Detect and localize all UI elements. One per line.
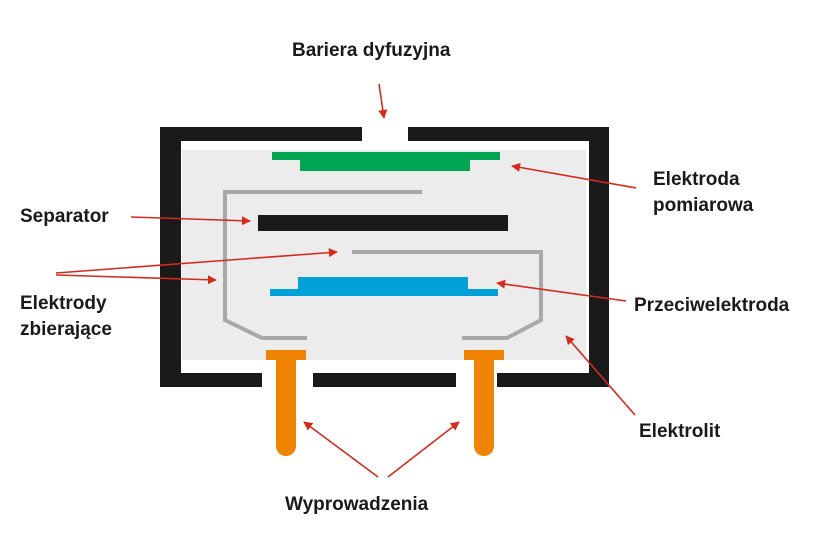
arrow-collecting-upper [55,248,338,274]
arrow-counter-electrode [496,279,627,302]
lead-left [266,350,306,456]
label-counter-electrode: Przeciwelektroda [634,295,790,316]
arrow-measuring-electrode [511,162,637,189]
label-leads: Wyprowadzenia [285,494,429,515]
arrow-electrolyte [565,335,636,416]
counter-electrode [270,277,498,296]
label-electrolyte: Elektrolit [639,421,721,442]
separator-plate [258,215,508,231]
label-collecting-electrodes-1: Elektrody [20,293,107,314]
measuring-electrode [272,152,500,171]
label-collecting-electrodes-2: zbierające [20,319,112,340]
label-measuring-electrode-2: pomiarowa [653,195,754,216]
label-measuring-electrode-1: Elektroda [653,169,740,190]
arrow-lead-right [387,421,460,478]
collecting-electrode-wires [223,190,543,340]
label-diffusion-barrier: Bariera dyfuzyjna [292,40,451,61]
electrolyte-body [182,150,586,360]
arrow-separator [130,216,251,226]
arrow-collecting-lower [55,274,217,285]
arrow-lead-left [303,421,379,478]
annotation-arrows [55,83,637,478]
label-separator: Separator [20,206,109,227]
arrow-diffusion-barrier [378,83,388,119]
lead-right [464,350,504,456]
sensor-housing [160,127,609,387]
